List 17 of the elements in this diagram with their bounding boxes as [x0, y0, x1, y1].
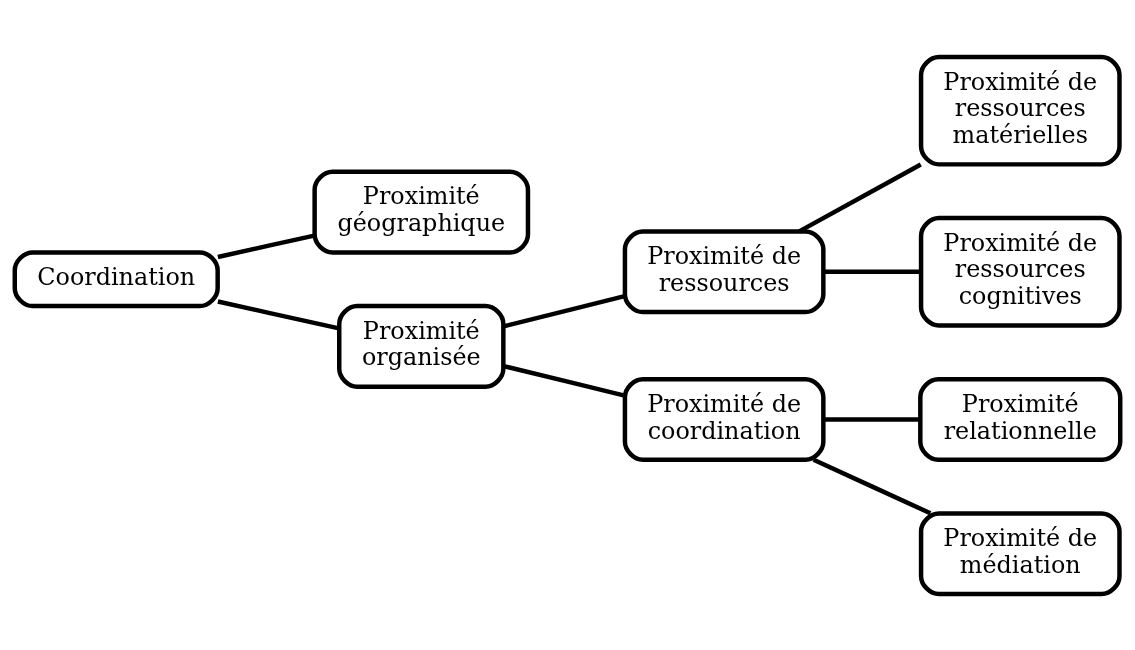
node-box: Proximité de ressources cognitives: [918, 215, 1122, 328]
node-box: Proximité de coordination: [622, 376, 826, 462]
connector: [823, 269, 921, 274]
connector: [823, 416, 920, 422]
connector: [798, 162, 922, 233]
node-box: Coordination: [12, 249, 220, 308]
node-box: Proximité organisée: [337, 303, 506, 389]
connector: [217, 298, 340, 331]
node-box: Proximité de médiation: [918, 510, 1122, 596]
connector: [503, 293, 626, 328]
node-box: Proximité relationnelle: [918, 376, 1123, 462]
node-box: Proximité géographique: [312, 169, 531, 255]
connector: [503, 363, 626, 398]
connector: [217, 232, 315, 259]
connector: [812, 457, 932, 515]
node-box: Proximité de ressources: [622, 228, 826, 314]
node-box: Proximité de ressources matérielles: [918, 54, 1122, 167]
